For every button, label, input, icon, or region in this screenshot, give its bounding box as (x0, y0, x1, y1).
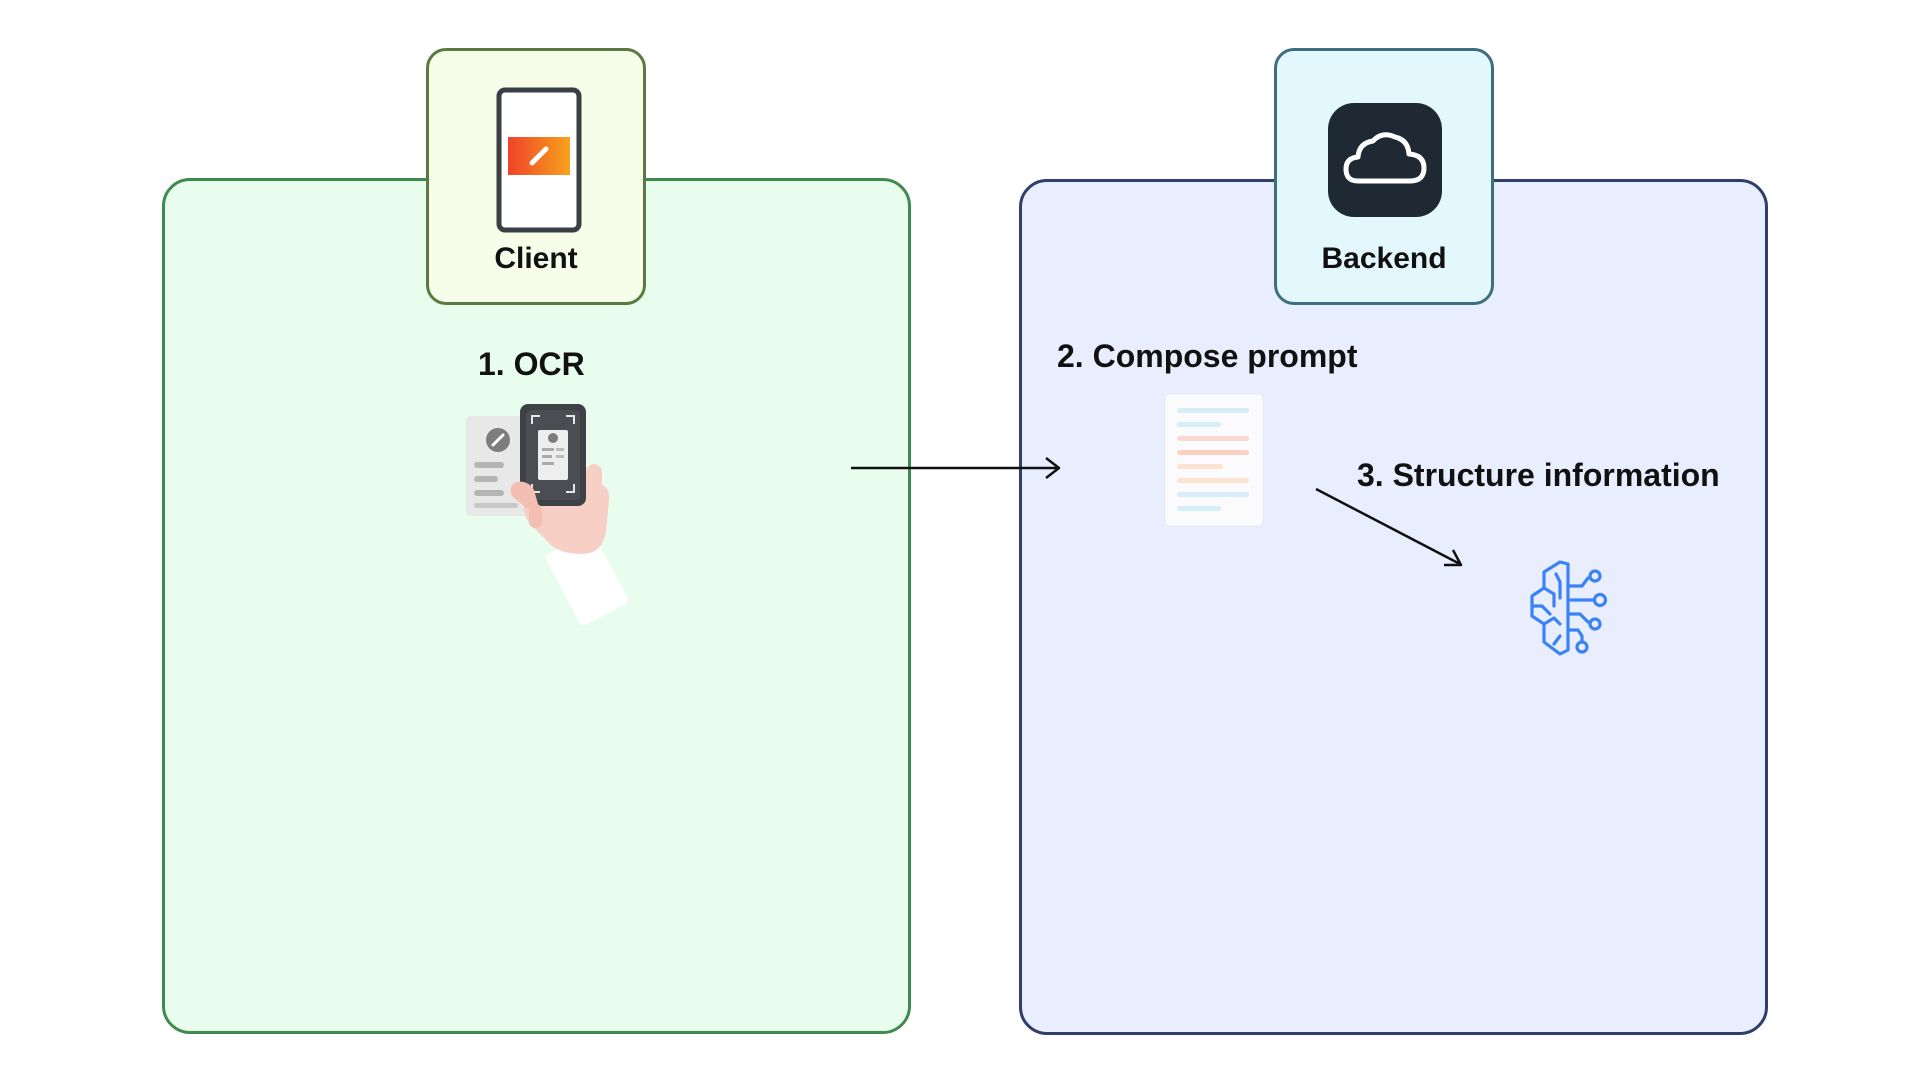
cloud-icon (1328, 103, 1442, 217)
client-title: Client (494, 242, 578, 275)
step-structure-information-label: 3. Structure information (1357, 457, 1720, 493)
backend-header-card: Backend (1274, 48, 1494, 305)
hand-scanning-document-icon (466, 404, 629, 626)
ai-brain-circuit-icon (1530, 560, 1608, 656)
step-compose-prompt-label: 2. Compose prompt (1057, 338, 1358, 374)
prompt-document-icon (1164, 393, 1264, 527)
backend-title: Backend (1321, 242, 1447, 275)
client-panel (162, 178, 911, 1034)
backend-panel (1019, 179, 1768, 1035)
client-header-card: Client (426, 48, 646, 305)
step-ocr-label: 1. OCR (478, 346, 585, 382)
arrow-compose-to-structure (1315, 487, 1463, 567)
phone-icon (496, 87, 582, 233)
arrow-ocr-to-compose (851, 457, 1061, 479)
